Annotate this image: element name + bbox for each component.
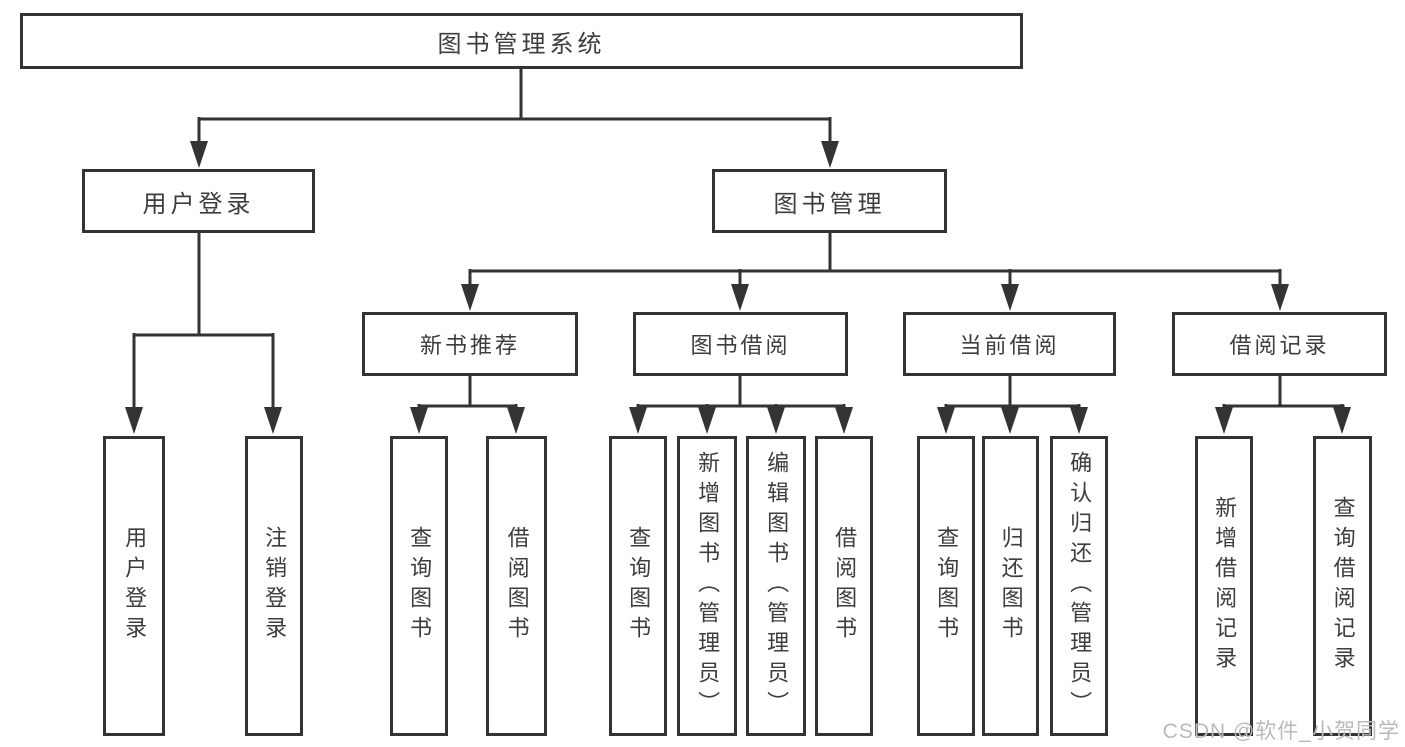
- connector-new-book-rec-children: [410, 376, 525, 434]
- arrow-down-icon: [1215, 407, 1233, 434]
- node-label: 借阅图书: [832, 526, 858, 646]
- arrow-down-icon: [1070, 407, 1088, 434]
- node-borrow-records: 借阅记录: [1172, 312, 1387, 376]
- leaf-nbr-borrow-books: 借阅图书: [486, 436, 547, 736]
- arrow-down-icon: [190, 141, 208, 168]
- arrow-down-icon: [461, 284, 479, 311]
- leaf-user-login: 用户登录: [103, 436, 165, 736]
- node-label: 借阅记录: [1229, 333, 1330, 358]
- node-current-borrow: 当前借阅: [903, 312, 1116, 376]
- node-new-book-recommend: 新书推荐: [362, 312, 578, 376]
- leaf-bb-query-books: 查询图书: [609, 436, 667, 736]
- leaf-cb-query-books: 查询图书: [917, 436, 975, 736]
- connector-current-borrow-children: [937, 376, 1088, 434]
- arrow-down-icon: [731, 284, 749, 311]
- arrow-down-icon: [410, 407, 428, 434]
- arrow-down-icon: [835, 407, 853, 434]
- node-label: 用户登录: [142, 190, 255, 218]
- node-label: 归还图书: [998, 526, 1024, 646]
- connector-root-to-level2: [190, 68, 839, 168]
- leaf-br-query-record: 查询借阅记录: [1313, 436, 1372, 736]
- node-library-management-system: 图书管理系统: [20, 13, 1023, 69]
- arrow-down-icon: [629, 407, 647, 434]
- watermark-text: CSDN @软件_小贺同学: [1162, 720, 1400, 743]
- arrow-down-icon: [767, 407, 785, 434]
- node-label: 注销登录: [262, 526, 288, 646]
- node-label: 用户登录: [122, 526, 148, 646]
- node-label: 查询图书: [934, 526, 960, 646]
- arrow-down-icon: [1271, 284, 1289, 311]
- node-label: 新增借阅记录: [1212, 496, 1238, 676]
- arrow-down-icon: [698, 407, 716, 434]
- node-label: 新增图书（管理员）: [695, 451, 721, 721]
- connector-book-mgmt-to-level3: [461, 233, 1289, 311]
- connector-borrow-records-children: [1215, 376, 1351, 434]
- node-label: 图书管理系统: [437, 30, 606, 58]
- leaf-bb-borrow-books: 借阅图书: [815, 436, 873, 736]
- leaf-bb-edit-books-admin: 编辑图书（管理员）: [746, 436, 806, 736]
- leaf-bb-add-books-admin: 新增图书（管理员）: [677, 436, 737, 736]
- node-label: 查询图书: [626, 526, 652, 646]
- node-label: 当前借阅: [959, 333, 1060, 358]
- arrow-down-icon: [1001, 407, 1019, 434]
- leaf-nbr-query-books: 查询图书: [390, 436, 448, 736]
- node-label: 借阅图书: [504, 526, 530, 646]
- node-label: 查询借阅记录: [1330, 496, 1356, 676]
- node-label: 图书管理: [773, 190, 886, 218]
- arrow-down-icon: [937, 407, 955, 434]
- leaf-br-add-record: 新增借阅记录: [1195, 436, 1253, 736]
- connector-book-borrow-children: [629, 376, 853, 434]
- leaf-cb-confirm-return-admin: 确认归还（管理员）: [1050, 436, 1108, 736]
- node-user-login: 用户登录: [82, 169, 315, 233]
- arrow-down-icon: [821, 141, 839, 168]
- arrow-down-icon: [507, 407, 525, 434]
- node-label: 查询图书: [407, 526, 433, 646]
- node-book-management: 图书管理: [712, 169, 947, 233]
- arrow-down-icon: [1333, 407, 1351, 434]
- leaf-cb-return-books: 归还图书: [982, 436, 1039, 736]
- arrow-down-icon: [264, 407, 282, 434]
- node-book-borrow: 图书借阅: [633, 312, 848, 376]
- node-label: 新书推荐: [419, 333, 520, 358]
- leaf-logout: 注销登录: [245, 436, 303, 736]
- arrow-down-icon: [1001, 284, 1019, 311]
- node-label: 确认归还（管理员）: [1067, 451, 1093, 721]
- connector-user-login-children: [125, 233, 282, 434]
- arrow-down-icon: [125, 407, 143, 434]
- node-label: 编辑图书（管理员）: [764, 451, 790, 721]
- node-label: 图书借阅: [690, 333, 791, 358]
